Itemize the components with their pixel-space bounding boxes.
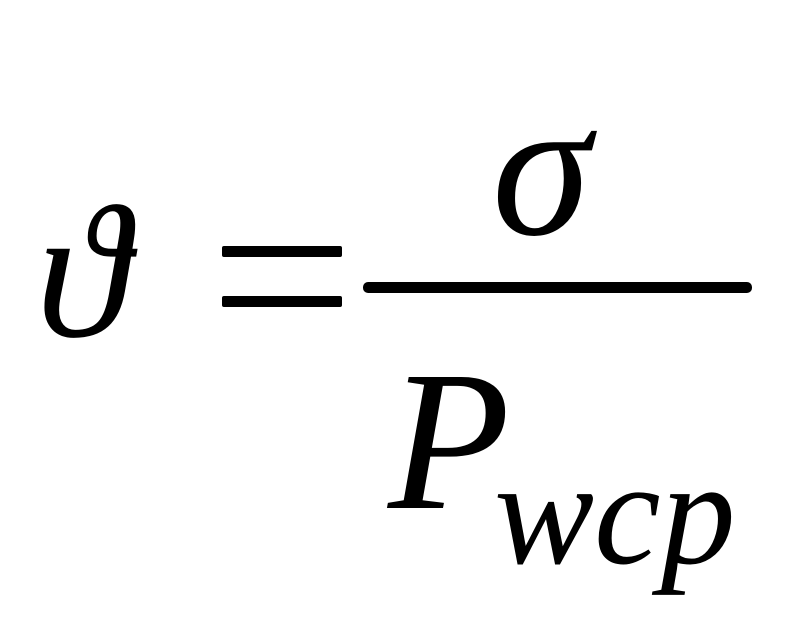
equals-bar-bottom [222, 296, 342, 307]
fraction-bar [363, 282, 752, 293]
fraction-numerator: σ [492, 57, 591, 278]
equals-sign [222, 246, 342, 308]
equals-bar-top [222, 246, 342, 257]
fraction-denominator: P [388, 331, 511, 552]
formula-lhs-theta: ϑ [36, 168, 130, 378]
denominator-subscript: wcp [494, 430, 736, 596]
